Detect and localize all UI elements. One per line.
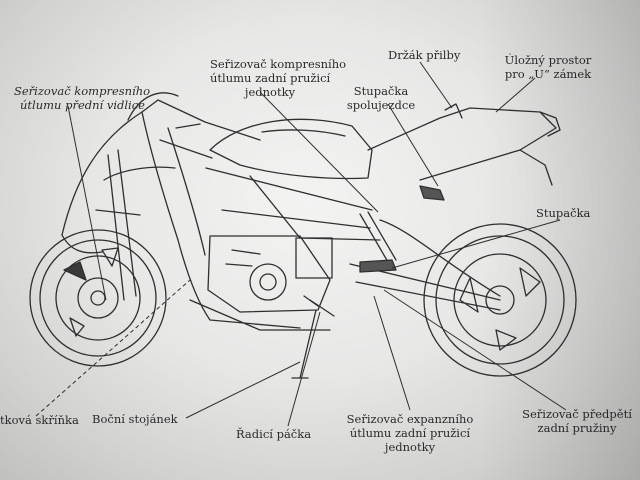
label-footpeg: Stupačka [536,206,591,220]
leader-rear-comp-damper [259,91,379,213]
leader-helmet-holder [419,61,453,109]
label-line: spolujezdce [346,98,416,112]
label-line: Seřizovač expanzního [346,412,474,426]
leader-passenger-footpeg [387,103,439,187]
label-passenger-footpeg: Stupačka spolujezdce [340,84,422,112]
label-front-fork-damper: Seřizovač kompresního útlumu přední vidl… [14,84,150,112]
label-line: Stupačka [353,84,409,98]
label-rear-rebound-damper: Seřizovač expanzního útlumu zadní pružic… [346,412,474,454]
label-line: pro „U“ zámek [504,67,592,81]
label-line: Úložný prostor [504,53,592,67]
label-side-stand: Boční stojánek [92,412,178,426]
leader-footpeg [391,219,561,269]
front-wheel [29,229,167,367]
label-gear-lever: Řadicí páčka [236,427,312,441]
label-line: jednotky [384,440,436,454]
label-storage: Úložný prostor pro „U“ zámek [492,53,604,81]
label-line: útlumu zadní pružicí [349,426,471,440]
label-fuse-box: tková skříňka [0,413,79,427]
label-line: zadní pružiny [537,421,617,435]
label-rear-preload: Seřizovač předpětí zadní pružiny [516,407,638,435]
leader-storage [495,77,536,113]
leader-fuse-box [35,279,191,417]
label-line: jednotky [244,85,296,99]
leader-rear-preload [383,289,567,411]
label-line: Seřizovač kompresního [210,57,347,71]
leader-front-fork-damper [67,105,107,301]
label-rear-comp-damper: Seřizovač kompresního útlumu zadní pruži… [210,57,347,99]
leader-gear-lever [287,311,321,427]
rear-wheel [423,223,577,377]
label-line: Seřizovač kompresního [14,84,151,98]
label-line: útlumu zadní pružicí [210,71,331,85]
leader-side-stand [185,361,301,419]
leader-rear-rebound-damper [373,295,411,411]
label-helmet-holder: Držák přilby [388,48,461,62]
label-line: Seřizovač předpětí [522,407,632,421]
label-line: útlumu přední vidlice [20,98,145,112]
